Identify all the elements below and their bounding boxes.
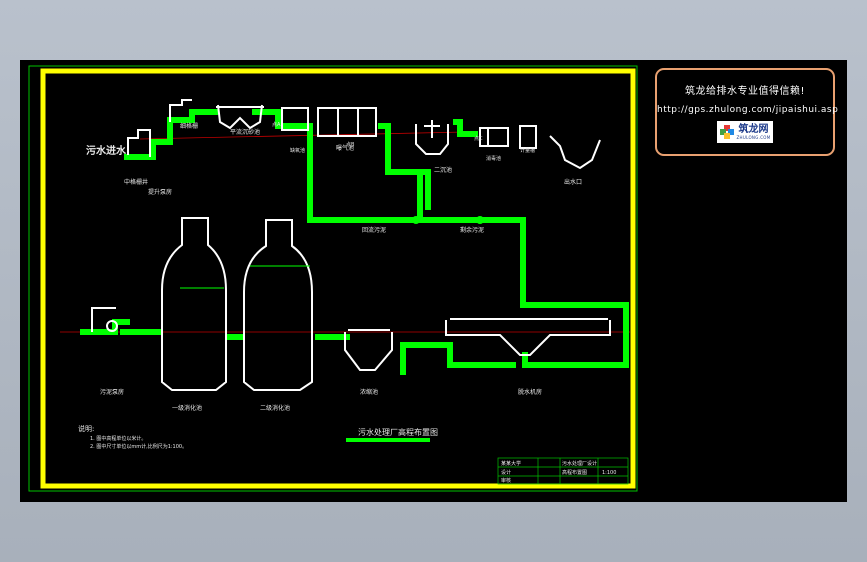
label-fine-screen: 细格栅 [180, 122, 198, 130]
outer-frame [28, 65, 638, 492]
tb-project: 污水处理厂设计 [562, 460, 597, 467]
zhulong-logo[interactable]: 筑龙网 ZHULONG.COM [717, 121, 773, 143]
tb-checker: 审核 [501, 477, 511, 484]
ad-panel[interactable]: 筑龙给排水专业值得信赖! http://gps.zhulong.com/jipa… [655, 68, 839, 156]
logo-mark-icon [719, 125, 734, 139]
tb-school: 某某大学 [501, 460, 521, 467]
label-excess-sludge: 剩余污泥 [460, 226, 484, 234]
label-point-a: 点A [272, 122, 281, 128]
junction-b [476, 216, 484, 224]
hydraulic-line [139, 131, 466, 140]
ad-link[interactable]: http://gps.zhulong.com/jipaishui.asp [657, 105, 839, 115]
notes-title: 说明: [78, 424, 94, 433]
label-sludge-return: 回流污泥 [362, 226, 386, 234]
tb-scale: 1:100 [602, 470, 616, 476]
note-2: 2. 图中尺寸单位以mm计,比例尺为1:100。 [90, 443, 187, 450]
structures [91, 99, 611, 391]
label-coarse-screen: 中格栅井 [124, 178, 148, 186]
label-digester1: 一级消化池 [172, 404, 202, 412]
green-pipes [80, 109, 629, 375]
label-secondary: 二沉池 [434, 166, 452, 174]
label-point-c: 点C [474, 136, 483, 142]
label-inlet: 污水进水 [86, 144, 127, 157]
inner-frame [40, 68, 636, 489]
label-anaerobic: 缺氧池 [290, 147, 305, 154]
label-meter: 计量槽 [520, 147, 535, 154]
label-digester2: 二级消化池 [260, 404, 290, 412]
label-outfall: 出水口 [564, 178, 582, 186]
tb-designer: 设计 [501, 469, 511, 476]
label-point-b: 点B [346, 142, 355, 148]
logo-text: 筑龙网 [738, 123, 769, 135]
note-1: 1. 图中高程单位以米计。 [90, 435, 146, 442]
logo-subtext: ZHULONG.COM [736, 134, 771, 140]
label-disinfection: 消毒池 [486, 155, 501, 162]
label-dewater: 脱水机房 [518, 388, 542, 396]
label-lift-pump: 提升泵房 [148, 188, 172, 196]
label-thickener: 浓缩池 [360, 388, 378, 396]
label-sludge-pump: 污泥泵房 [100, 388, 124, 396]
drawing-title: 污水处理厂高程布置图 [358, 427, 438, 437]
label-aeration: 曝气池 [336, 144, 354, 152]
junction-a [412, 216, 420, 224]
flow-diagram: 污水进水 中格栅井 提升泵房 细格栅 平流沉砂池 缺氧池 曝气池 二沉池 消毒池… [28, 65, 638, 492]
tb-drawing: 高程布置图 [562, 469, 587, 476]
label-grit: 平流沉砂池 [230, 128, 260, 136]
ad-slogan: 筑龙给排水专业值得信赖! [684, 86, 805, 97]
title-block [497, 457, 629, 485]
